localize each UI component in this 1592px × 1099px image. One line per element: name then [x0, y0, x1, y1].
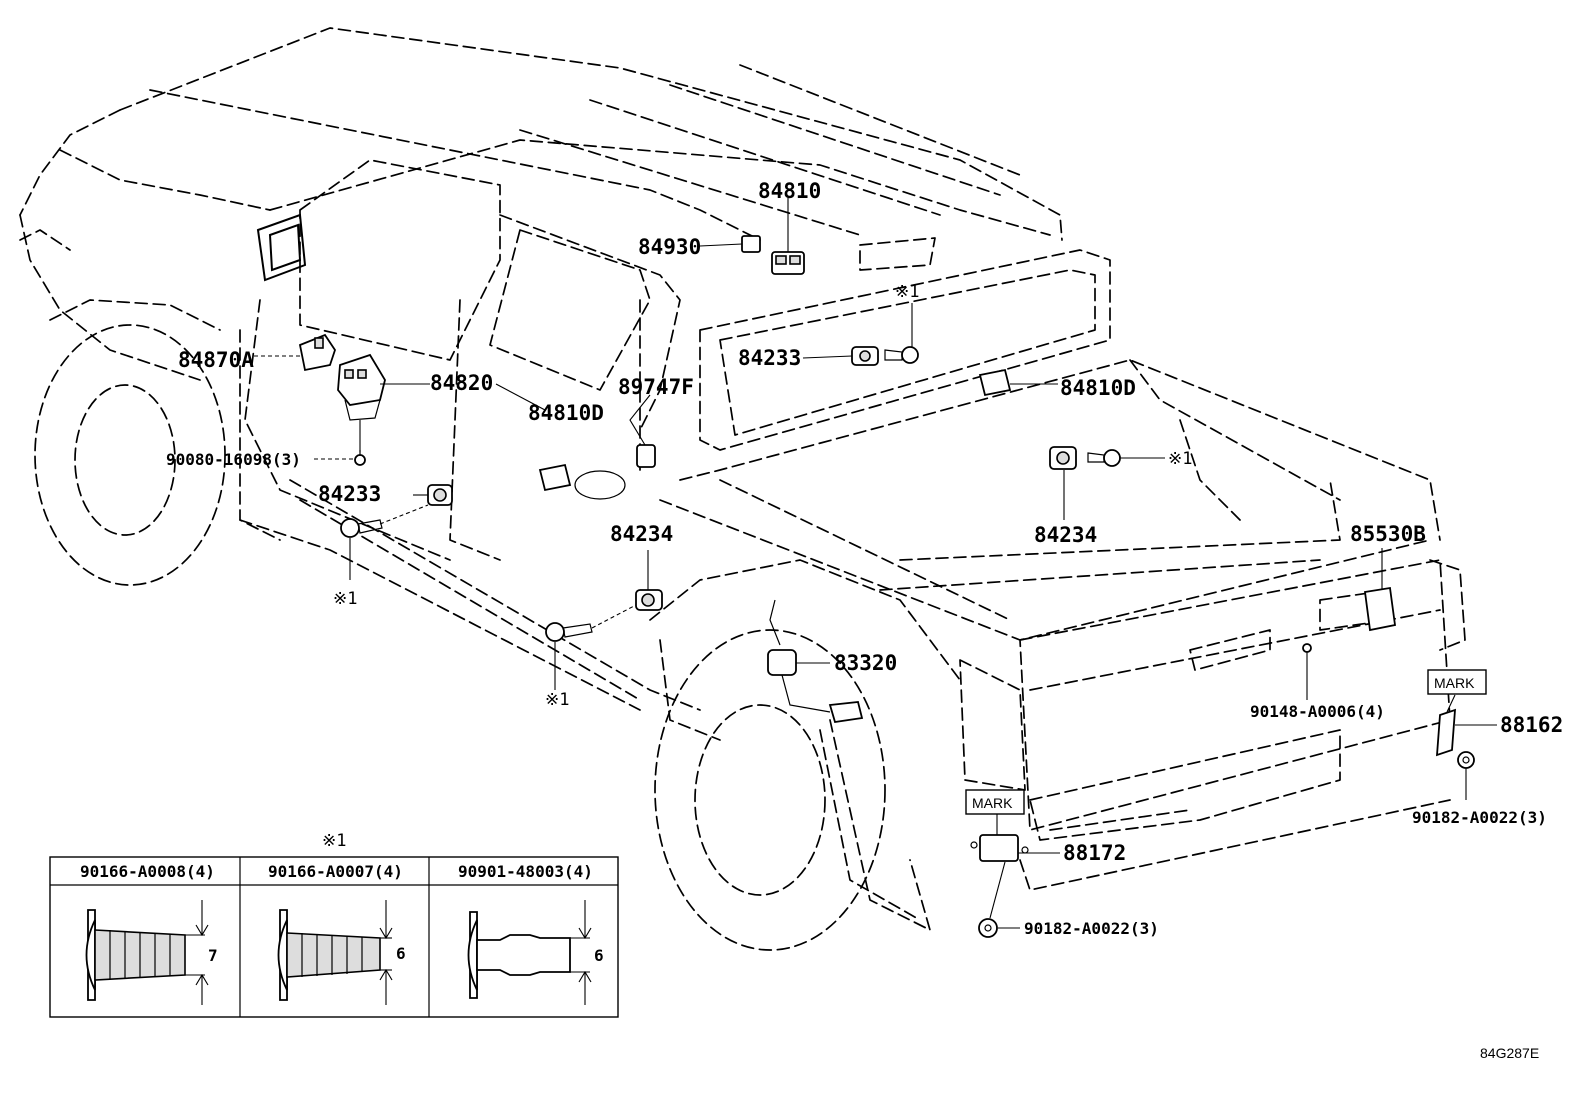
part-83320 — [767, 599, 864, 724]
callout-84234-right: 84234 — [1034, 523, 1097, 547]
callout-84810: 84810 — [758, 179, 821, 203]
mark-label-bottom: MARK — [972, 795, 1013, 811]
ref-mark-table: ※1 — [322, 831, 346, 851]
callout-84233-left: 84233 — [318, 482, 381, 506]
mark-label-right: MARK — [1434, 675, 1475, 691]
callout-84810D-left: 84810D — [528, 401, 604, 425]
callout-84234-mid: 84234 — [610, 522, 673, 546]
callout-90148: 90148-A0006(4) — [1250, 702, 1385, 721]
callout-89747F: 89747F — [618, 375, 694, 399]
bolt-illustration-1: 7 — [85, 900, 218, 1005]
bolt-ref1-right — [1087, 449, 1121, 467]
part-88162 — [1436, 708, 1456, 757]
part-84233-left — [427, 484, 453, 506]
bolt-ref1-roof — [884, 346, 919, 364]
bolt-ref1-lower — [545, 622, 593, 642]
clip-illustration-3: 6 — [467, 900, 604, 1005]
part-84233-roof — [851, 346, 879, 366]
part-84870A — [298, 333, 336, 372]
callout-88162: 88162 — [1500, 713, 1563, 737]
part-84810 — [771, 251, 805, 275]
diagram-code: 84G287E — [1480, 1045, 1539, 1061]
part-85530B — [1363, 586, 1397, 632]
bolt-illustration-2: 6 — [277, 900, 406, 1005]
dimension-col2: 6 — [396, 944, 406, 963]
leader-lines — [254, 198, 1497, 929]
part-84810D-right — [978, 368, 1012, 397]
callout-84233-roof: 84233 — [738, 346, 801, 370]
callout-88172: 88172 — [1063, 841, 1126, 865]
truck-outline — [19, 27, 1466, 951]
ref-mark-lower: ※1 — [545, 690, 569, 710]
part-88172 — [970, 834, 1029, 862]
fastener-table: 90166-A0008(4) 90166-A0007(4) 90901-4800… — [49, 856, 619, 1018]
part-90182-bottom — [978, 918, 998, 938]
callout-84930: 84930 — [638, 235, 701, 259]
callout-90182-right: 90182-A0022(3) — [1412, 808, 1547, 827]
part-90182-right — [1457, 751, 1475, 769]
callout-90182-bottom: 90182-A0022(3) — [1024, 919, 1159, 938]
table-header-col3: 90901-48003(4) — [458, 862, 593, 881]
callout-84810D-right: 84810D — [1060, 376, 1136, 400]
parts — [298, 235, 1475, 938]
part-84234-right — [1049, 446, 1077, 470]
callout-83320: 83320 — [834, 651, 897, 675]
table-header-col1: 90166-A0008(4) — [80, 862, 215, 881]
callout-85530B: 85530B — [1350, 522, 1426, 546]
part-90148 — [1302, 643, 1312, 653]
ref-mark-roof: ※1 — [895, 282, 919, 302]
mark-labels: MARK MARK — [965, 669, 1487, 815]
part-84930 — [741, 235, 761, 253]
callout-84820: 84820 — [430, 371, 493, 395]
table-header-col2: 90166-A0007(4) — [268, 862, 403, 881]
ref-mark-left: ※1 — [333, 589, 357, 609]
part-84234-mid — [635, 589, 663, 611]
reference-marks: ※1 ※1 ※1 ※1 ※1 — [322, 282, 1192, 851]
callout-84870A: 84870A — [178, 348, 254, 372]
ref-mark-right: ※1 — [1168, 449, 1192, 469]
part-84820 — [337, 353, 386, 421]
dimension-col1: 7 — [208, 946, 218, 965]
part-90080 — [354, 450, 366, 466]
part-89747F — [636, 444, 656, 468]
callout-labels: 84810 84930 84870A 84820 84810D 89747F 8… — [166, 179, 1563, 938]
bolt-ref1-left — [340, 518, 383, 538]
callout-90080: 90080-16098(3) — [166, 450, 301, 469]
part-84810D-left — [538, 463, 626, 500]
dimension-col3: 6 — [594, 946, 604, 965]
